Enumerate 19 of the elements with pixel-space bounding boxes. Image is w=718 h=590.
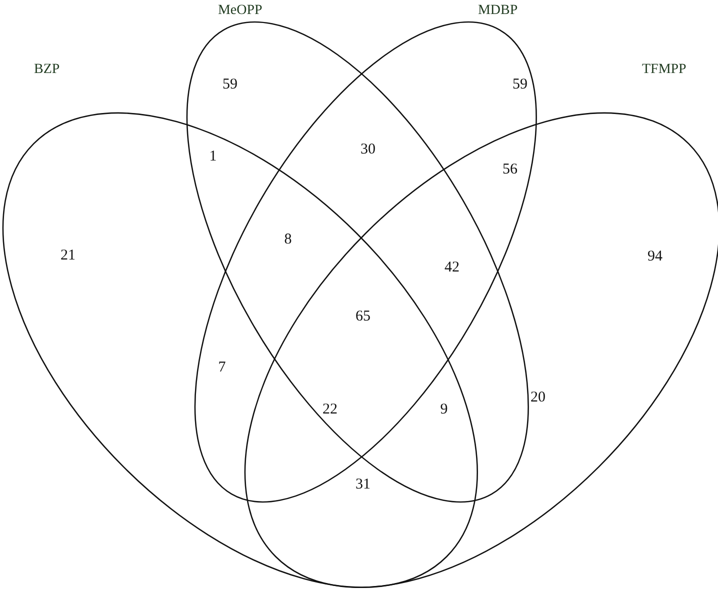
region-count: 8 bbox=[284, 232, 292, 248]
set-name: MDBP bbox=[478, 3, 518, 19]
region-count: 20 bbox=[530, 390, 546, 406]
region-count: 31 bbox=[356, 476, 370, 494]
set-name: BZP bbox=[34, 62, 60, 78]
region-count: 9 bbox=[440, 402, 448, 418]
region-count: 22 bbox=[322, 402, 338, 418]
region-count: 42 bbox=[444, 260, 460, 276]
region-count: 21 bbox=[60, 248, 76, 264]
region-count: 65 bbox=[356, 308, 370, 326]
region-count: 56 bbox=[502, 162, 518, 178]
region-count: 7 bbox=[218, 360, 226, 376]
region-count: 59 bbox=[222, 76, 238, 94]
region-count: 94 bbox=[648, 248, 662, 266]
region-count: 30 bbox=[360, 142, 376, 158]
region-count: 59 bbox=[512, 76, 528, 94]
set-name: MeOPP bbox=[218, 3, 262, 19]
region-count: 1 bbox=[209, 148, 217, 166]
set-name: TFMPP bbox=[642, 62, 686, 78]
